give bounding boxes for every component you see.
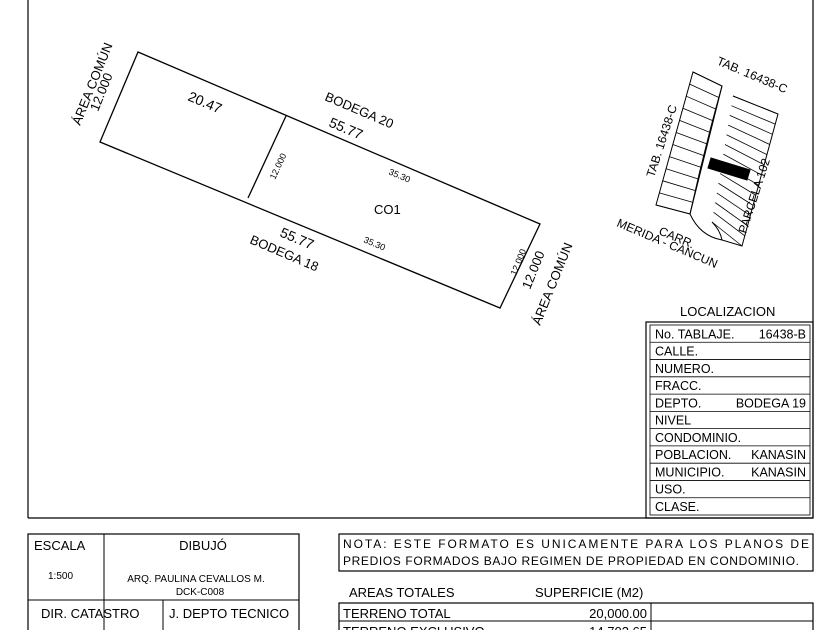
nota-line2: PREDIOS FORMADOS BAJO REGIMEN DE PROPIED…	[343, 554, 799, 568]
location-highlight-lot	[707, 157, 751, 181]
location-map	[655, 71, 779, 247]
parcel-outline	[99, 51, 541, 309]
areas-header-value: SUPERFICIE (M2)	[535, 585, 643, 600]
localizacion-row-label: CALLE.	[655, 345, 698, 359]
dir-catastro-label: DIR. CATASTRO	[41, 606, 139, 621]
location-tab-top: TAB. 16438-C	[715, 54, 790, 96]
localizacion-row-label: No. TABLAJE.	[655, 327, 734, 341]
location-right-block	[711, 95, 779, 247]
localizacion-table: No. TABLAJE. 16438-B CALLE. NUMERO. FRACC. DE…	[645, 321, 814, 519]
location-lot-line	[724, 144, 765, 166]
localizacion-title: LOCALIZACION	[680, 304, 775, 319]
areas-row-value: 20,000.00	[589, 606, 647, 621]
escala-label: ESCALA	[34, 538, 86, 553]
title-block-frame	[27, 533, 300, 630]
location-lot-line	[692, 71, 723, 87]
inner-left-dimension: 12.000	[268, 152, 289, 181]
inner-top-dimension: 35.30	[387, 167, 412, 185]
location-lot-line	[726, 134, 768, 155]
location-lot-line	[713, 211, 746, 237]
location-road-line2: MERIDA - CANCUN	[615, 216, 720, 271]
unit-label: CO1	[374, 202, 401, 217]
localizacion-frame	[645, 321, 814, 519]
localizacion-row-label: NIVEL	[655, 414, 691, 428]
location-lot-line	[711, 221, 743, 247]
localizacion-row-label: POBLACION.	[655, 448, 731, 462]
localizacion-row-label: MUNICIPIO.	[655, 465, 724, 479]
localizacion-row-label: DEPTO.	[655, 396, 701, 410]
areas-header-label: AREAS TOTALES	[349, 585, 455, 600]
location-lot-line	[732, 95, 779, 115]
localizacion-row-label: CLASE.	[655, 500, 699, 514]
localizacion-row-value: 16438-B	[759, 327, 806, 341]
location-lot-line	[727, 124, 770, 145]
location-left-hatch	[655, 71, 723, 215]
location-lot-line	[682, 107, 714, 122]
location-lot-line	[686, 95, 717, 110]
localizacion-row-label: CONDOMINIO.	[655, 431, 741, 445]
title-block	[27, 533, 300, 630]
localizacion-row-label: USO.	[655, 483, 686, 497]
location-lot-line	[716, 192, 751, 216]
top-left-dimension: 20.47	[186, 88, 225, 117]
localizacion-inner-frame	[649, 324, 811, 516]
location-lot-line	[689, 83, 720, 98]
nota-line1: NOTA: ESTE FORMATO ES UNICAMENTE PARA LO…	[343, 537, 809, 551]
location-lot-line	[718, 182, 754, 206]
location-lot-line	[659, 192, 694, 203]
location-lot-line	[679, 119, 711, 133]
areas-row-label: TERRENO EXCLUSIVO	[343, 624, 485, 630]
unit-divider	[247, 115, 287, 199]
areas-row-label: TERRENO TOTAL	[343, 606, 451, 621]
location-lot-line	[672, 144, 705, 157]
depto-tecnico-label: J. DEPTO TECNICO	[169, 606, 289, 621]
localizacion-row-value: KANASIN	[751, 465, 806, 479]
location-lot-line	[655, 204, 691, 215]
localizacion-row-label: NUMERO.	[655, 362, 714, 376]
localizacion-row-label: FRACC.	[655, 379, 702, 393]
dibujo-code: DCK-C008	[176, 587, 225, 598]
inner-bottom-dimension: 35.30	[362, 235, 387, 253]
localizacion-row-value: KANASIN	[751, 448, 806, 462]
escala-value: 1:500	[48, 571, 73, 582]
location-lot-line	[665, 168, 699, 180]
areas-row-value: 14,703.65	[589, 624, 647, 630]
location-lot-line	[723, 153, 762, 176]
location-tab-left: TAB. 16438-C	[644, 103, 681, 179]
localizacion-row-value: BODEGA 19	[736, 396, 806, 410]
location-lot-line	[719, 173, 757, 196]
dibujo-label: DIBUJÓ	[179, 538, 227, 553]
location-lot-line	[662, 180, 696, 192]
location-lot-line	[676, 132, 708, 145]
location-lot-line	[729, 115, 773, 135]
nota-frame	[338, 533, 814, 572]
location-lot-line	[714, 202, 748, 227]
areas-table: TERRENO TOTAL 20,000.00TERRENO EXCLUSIVO 1…	[338, 602, 814, 630]
dibujo-name: ARQ. PAULINA CEVALLOS M.	[127, 574, 264, 585]
location-lot-line	[669, 156, 702, 168]
areas-frame	[338, 602, 814, 630]
location-road-curve	[689, 85, 723, 241]
location-lot-line	[731, 105, 776, 125]
parcel-drawing	[99, 51, 541, 309]
